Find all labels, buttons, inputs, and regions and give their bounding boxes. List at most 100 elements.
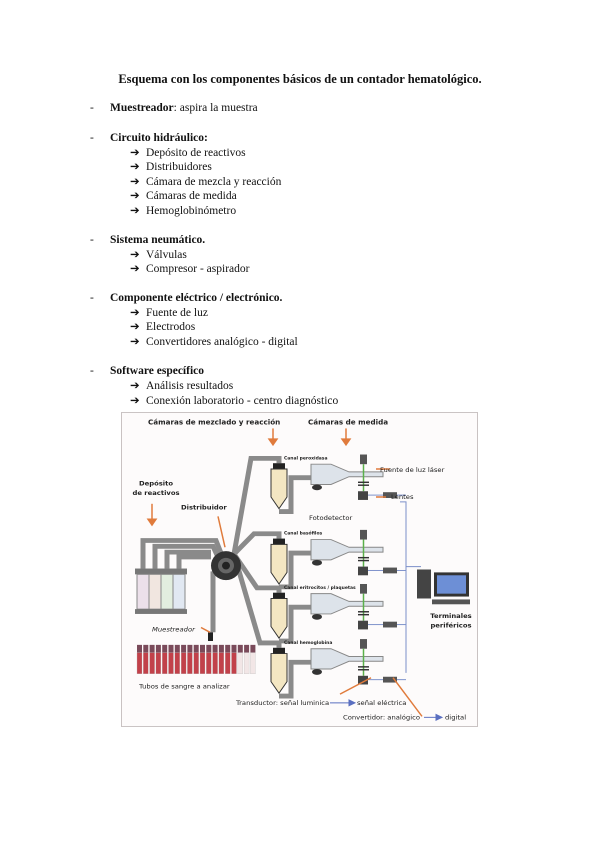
blood-tube (218, 644, 225, 675)
blood-tube (174, 644, 180, 675)
blood-tube (250, 644, 256, 675)
computer-icon (417, 569, 470, 605)
list-item: ➔Cámara de mezcla y reacción (130, 176, 281, 189)
terminals-label-2: periféricos (430, 622, 471, 630)
list-item: ➔Electrodos (130, 321, 195, 334)
list-item-label: Depósito de reactivos (146, 147, 246, 159)
pipe (279, 659, 311, 699)
blood-tube (168, 644, 174, 675)
transducer-label: Transductor: señal luminica (235, 699, 329, 707)
arrow-icon: ➔ (130, 263, 140, 275)
list-item: ➔ Cámaras de medida (130, 190, 237, 203)
pipe (279, 475, 311, 514)
photodetector-icon (358, 620, 368, 630)
laser-source-icon (358, 583, 406, 630)
reagent-bottles (135, 568, 187, 614)
converter-label: Convertidor: analógico (343, 713, 420, 721)
pipe (232, 531, 282, 556)
pipe (231, 552, 282, 593)
laser-source-icon (358, 639, 406, 685)
list-item-label: Cámaras de medida (146, 190, 237, 202)
list-item: ➔Conexión laboratorio - centro diagnósti… (130, 395, 338, 408)
list-item: ➔Válvulas (130, 249, 187, 262)
photodetector-icon (358, 566, 368, 576)
transducer-label-end: señal eléctrica (357, 699, 406, 707)
bullet-dash: - (90, 292, 94, 304)
converter-label-end: digital (445, 713, 466, 721)
blood-tube (199, 644, 206, 675)
list-item-label: Distribuidores (146, 161, 212, 173)
chambers (270, 454, 406, 695)
signal-wires (400, 501, 421, 673)
list-item-label: Fuente de luz (146, 307, 208, 319)
list-item-label: Hemoglobinómetro (146, 205, 237, 217)
bullet-dash: - (90, 102, 94, 114)
arrow-icon: ➔ (130, 205, 140, 217)
blood-tube (237, 644, 243, 675)
pipe (176, 554, 211, 569)
converter-icon (383, 567, 397, 574)
blood-tube (206, 644, 212, 675)
section-heading-suffix: : aspira la muestra (173, 102, 258, 114)
section-heading-label: Sistema neumático. (110, 234, 206, 246)
arrow-icon: ➔ (130, 307, 140, 319)
reaction-chamber (270, 538, 288, 585)
section-heading: Muestreador: aspira la muestra (110, 102, 258, 115)
mixing-chambers-label: Cámaras de mezclado y reacción (148, 418, 280, 427)
blood-tubes (136, 644, 256, 675)
section-heading-label: Muestreador (110, 102, 174, 114)
lenses-label: Lentes (391, 493, 414, 501)
section-heading: Circuito hidráulico: (110, 132, 208, 145)
list-item-label: Compresor - aspirador (146, 263, 250, 275)
tubes-label: Tubos de sangre a analizar (138, 682, 230, 690)
bullet-dash: - (90, 365, 94, 377)
sampler-label: Muestreador (152, 625, 196, 633)
blood-tube (162, 644, 168, 675)
flow-arrows (330, 699, 444, 722)
measuring-cell (310, 648, 384, 675)
reaction-chamber (270, 592, 288, 639)
pipe (279, 604, 311, 644)
reaction-chamber (270, 647, 288, 695)
arrow-icon: ➔ (130, 161, 140, 173)
arrow-icon: ➔ (130, 249, 140, 261)
photodetector-icon (358, 491, 368, 500)
converter-icon (383, 492, 397, 498)
blood-tube (187, 644, 193, 675)
blood-tube (212, 644, 218, 675)
list-item-label: Conexión laboratorio - centro diagnóstic… (146, 395, 339, 407)
bullet-dash: - (90, 132, 94, 144)
arrow-icon: ➔ (130, 336, 140, 348)
section-heading: Componente eléctrico / electrónico. (110, 292, 282, 305)
blood-tube (225, 644, 231, 675)
arrow-icon: ➔ (130, 176, 140, 188)
channel-label: Canal eritrocitos / plaquetas (284, 585, 356, 591)
blood-tube (149, 644, 155, 675)
list-item: ➔ Fuente de luz (130, 307, 208, 320)
page-title: Esquema con los componentes básicos de u… (118, 72, 482, 86)
arrow-icon: ➔ (130, 190, 140, 202)
arrow-icon: ➔ (130, 380, 140, 392)
pipe (279, 550, 311, 590)
sampler-needle (208, 632, 213, 642)
blood-tube (180, 644, 187, 675)
laser-label: Fuente de luz láser (380, 466, 445, 474)
pipe (140, 538, 224, 569)
blood-tube (243, 644, 250, 675)
photodetector-icon (358, 675, 368, 685)
section-heading-label: Componente eléctrico / electrónico. (110, 292, 283, 304)
reagent-deposit-label-2: de reactivos (132, 489, 179, 497)
channel-label: Canal basófilos (284, 530, 323, 537)
arrow-icon: ➔ (130, 321, 140, 333)
list-item: ➔ Compresor - aspirador (130, 263, 249, 276)
measuring-cell (310, 463, 384, 491)
measuring-cell (310, 593, 384, 620)
hematology-counter-diagram: Cámaras de mezclado y reacción Cámaras d… (121, 412, 478, 727)
channel-label: Canal peroxidasa (284, 455, 328, 461)
reaction-chamber (270, 463, 288, 510)
blood-tube (143, 644, 149, 675)
pipe (231, 455, 282, 555)
list-item: ➔Convertidores analógico - digital (130, 336, 298, 349)
laser-source-icon (358, 454, 406, 500)
section-heading: Software específico (110, 365, 204, 378)
